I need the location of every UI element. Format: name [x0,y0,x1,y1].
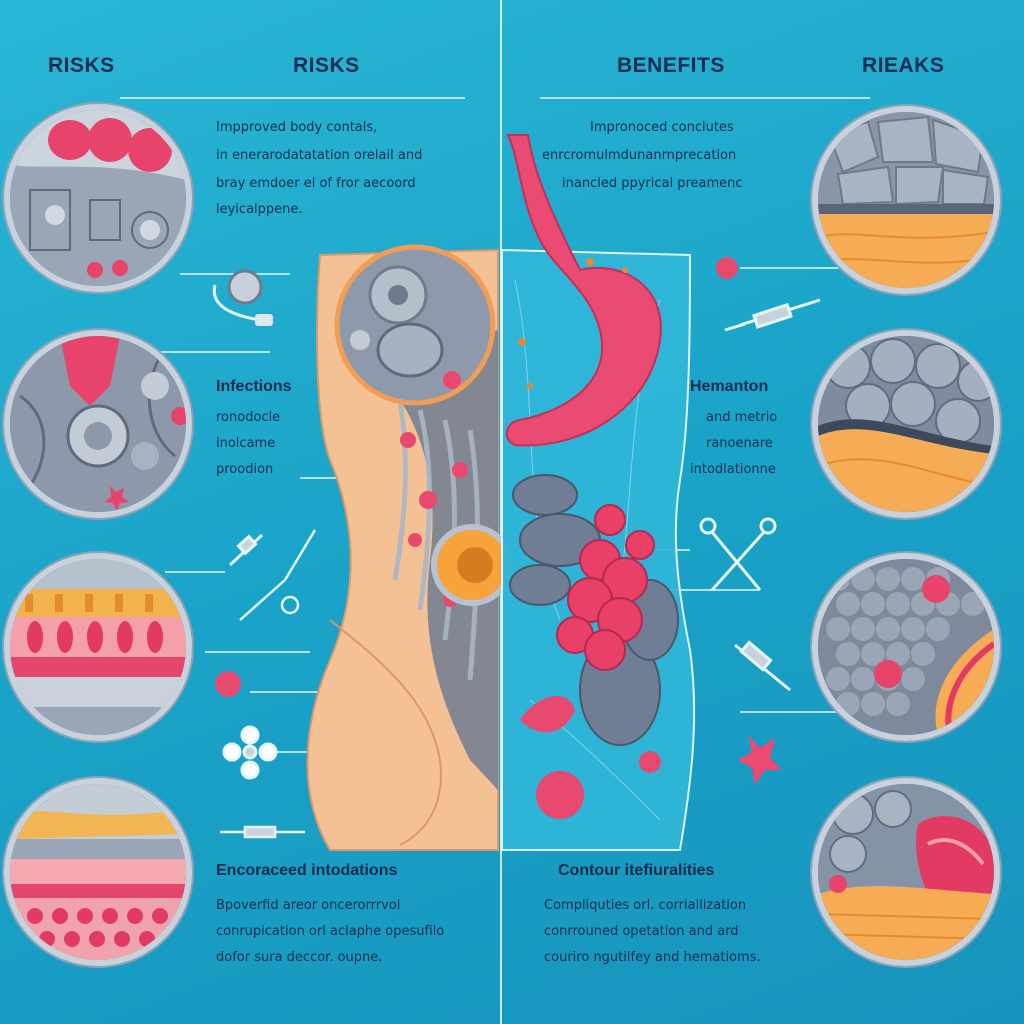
bottom-right-line-2: conrrouned opetation and ard [544,924,739,939]
left-intro-line-2: in enerarodatatation orelail and [216,148,423,163]
left-intro-line-1: Impproved body contals, [216,120,378,135]
right-intro-line-1: Impronoced conclutes [590,120,734,135]
flower-icon [738,735,782,785]
scalpel-icon [239,529,317,621]
left-intro-line-4: leyicalppene. [216,202,303,217]
header-risks-center: RISKS [293,54,360,77]
infections-line-2: inolcame [216,436,276,451]
right-intro-line-3: inancled ppyrical preamenc [562,176,743,191]
bottom-left-line-1: Bpoverfid areor oncerorrrvol [216,898,401,913]
left-intro-line-3: bray emdoer el of fror aecoord [216,176,416,191]
hematoma-line-3: intodlationne [690,462,776,477]
right-intro-line-2: enrcromulmdunanrnprecation [542,148,737,163]
syringe-icon [228,533,264,567]
bottom-right-title: Contour itefiuralities [558,862,715,879]
hematoma-line-1: and metrio [706,410,778,425]
header-rieaks: RIEAKS [862,54,945,77]
circle-left-tissue-1 [4,104,192,292]
header-risks-left: RISKS [48,54,115,77]
needle-icon [220,825,305,839]
syringe-small-icon [734,640,791,692]
bottom-right-line-3: couriro ngutilfey and hematioms. [544,950,761,965]
header-benefits: BENEFITS [617,54,725,77]
bottom-left-line-3: dofor sura deccor. oupne. [216,950,383,965]
hematoma-line-2: ranoenare [706,436,773,451]
bottom-right-line-1: Compliquties orl. corriallization [544,898,747,913]
infections-line-3: proodion [216,462,274,477]
clamp-icon [222,725,278,780]
hematoma-title: Hemanton [690,378,769,395]
bottom-left-line-2: conrupication orl aclaphe opesufilo [216,924,445,939]
circle-right-tissue-2 [812,330,1000,518]
stethoscope-icon [212,269,273,326]
blood-drop-icon [215,671,241,697]
infections-line-1: ronodocle [216,410,281,425]
circle-right-tissue-3 [812,553,1000,741]
bottom-left-title: Encoraceed intodations [216,862,398,879]
circle-right-tissue-4 [812,778,1000,966]
circle-left-tissue-4 [4,778,192,966]
circle-left-tissue-3 [4,553,192,741]
infections-title: Infections [216,378,292,395]
dot-marker-icon [716,257,738,279]
scissors-icon [699,517,777,592]
syringe-right-icon [724,298,821,332]
circle-left-tissue-2 [4,330,192,518]
circle-right-tissue-1 [812,106,1000,294]
